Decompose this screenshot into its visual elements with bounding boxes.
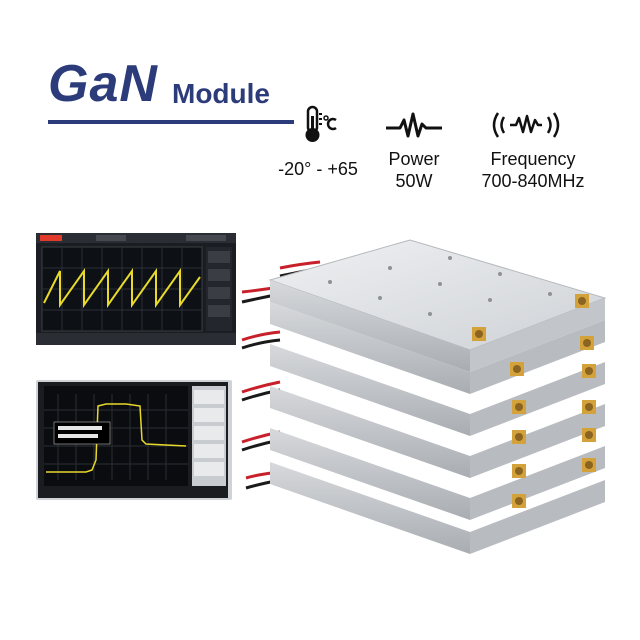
brand-title: GaN <box>48 55 158 113</box>
spec-temperature: -20° - +65 <box>258 158 378 180</box>
spec-power: Power 50W <box>372 148 456 192</box>
oscilloscope-photo <box>36 233 236 345</box>
spec-frequency-label: Frequency <box>490 149 576 169</box>
spec-temperature-value: -20° - +65 <box>278 159 358 179</box>
gan-module-stack-photo <box>240 232 620 562</box>
brand-subtitle: Module <box>172 78 270 109</box>
spec-power-label: Power <box>388 149 440 169</box>
spec-frequency: Frequency 700-840MHz <box>466 148 600 192</box>
thermometer-icon <box>305 105 337 142</box>
spectrum-analyzer-photo <box>36 380 232 500</box>
spec-frequency-value: 700-840MHz <box>481 171 585 191</box>
radio-signal-icon <box>492 112 560 138</box>
power-waveform-icon <box>386 112 442 138</box>
title-underline <box>48 120 294 124</box>
spec-power-value: 50W <box>395 171 433 191</box>
